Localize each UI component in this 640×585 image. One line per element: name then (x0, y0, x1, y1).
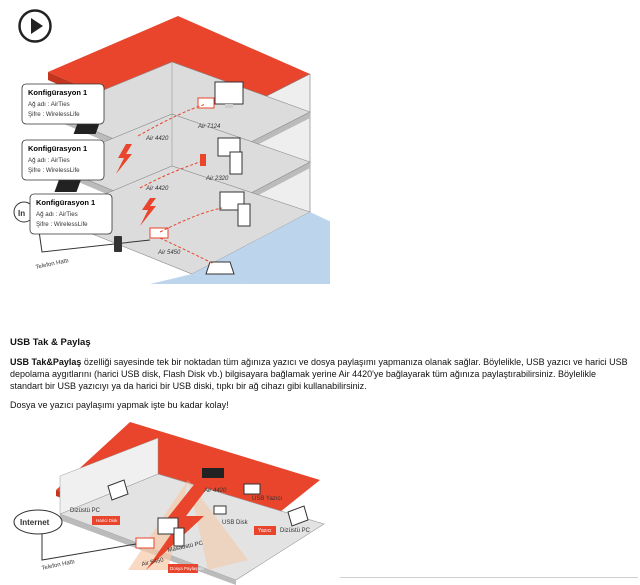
config-box-3: Konfigürasyon 1 Ağ adı : AirTies Şifre :… (29, 193, 113, 235)
label-air4420: Air 4420 (203, 488, 227, 494)
play-icon (31, 18, 43, 34)
internet-label-partial: In (18, 209, 25, 218)
svg-text:Ağ adı : AirTies: Ağ adı : AirTies (36, 211, 78, 218)
usb-share-diagram: Air 4420 USB Yazıcı USB Disk Dizüstü PC … (13, 422, 325, 585)
label-laptop-right: Dizüstü PC (280, 528, 311, 534)
tag-right: Yazıcı (258, 528, 272, 534)
label-air2320: Air 2320 (205, 176, 229, 182)
phone-line-label: Telefon Hattı (41, 559, 76, 572)
desc-bold-term: USB Tak&Paylaş (10, 357, 82, 367)
svg-text:Şifre : WirelessLife: Şifre : WirelessLife (28, 167, 80, 174)
config-title: Konfigürasyon 1 (28, 144, 87, 153)
label-air5450: Air 5450 (157, 250, 181, 256)
config-box-2: Konfigürasyon 1 Ağ adı : AirTies Şifre :… (21, 139, 105, 181)
config-title: Konfigürasyon 1 (28, 88, 87, 97)
tag-left: Harici Disk (96, 518, 118, 523)
label-air7124: Air 7124 (197, 124, 221, 130)
label-air4420-mid: Air 4420 (145, 186, 169, 192)
label-usb-disk: USB Disk (222, 520, 249, 526)
network-house-diagram: Air 4420 Air 7124 Air 4420 Air 2320 Air … (13, 16, 330, 284)
config-title: Konfigürasyon 1 (36, 198, 95, 207)
config-box-1: Konfigürasyon 1 Ağ adı : AirTies Şifre :… (21, 83, 105, 125)
label-laptop-left: Dizüstü PC (70, 508, 101, 514)
label-air5450: Air 5450 (141, 557, 165, 568)
play-button[interactable] (18, 9, 52, 43)
label-usb-printer: USB Yazıcı (252, 496, 282, 502)
divider-line (340, 577, 638, 578)
svg-text:Ağ adı : AirTies: Ağ adı : AirTies (28, 101, 70, 108)
tagline: Dosya ve yazıcı paylaşımı yapmak işte bu… (10, 400, 229, 410)
section-description: USB Tak&Paylaş özelliği sayesinde tek bi… (10, 356, 628, 392)
label-air4420-top: Air 4420 (145, 136, 169, 142)
phone-line-label: Telefon Hattı (35, 258, 70, 271)
desc-text: özelliği sayesinde tek bir noktadan tüm … (10, 357, 628, 391)
section-title: USB Tak & Paylaş (10, 337, 91, 348)
internet-label: Internet (20, 518, 50, 527)
tag-bottom: Dosya Paylaşımı (170, 566, 204, 571)
svg-text:Şifre : WirelessLife: Şifre : WirelessLife (28, 111, 80, 118)
svg-text:Şifre : WirelessLife: Şifre : WirelessLife (36, 221, 88, 228)
svg-text:Ağ adı : AirTies: Ağ adı : AirTies (28, 157, 70, 164)
